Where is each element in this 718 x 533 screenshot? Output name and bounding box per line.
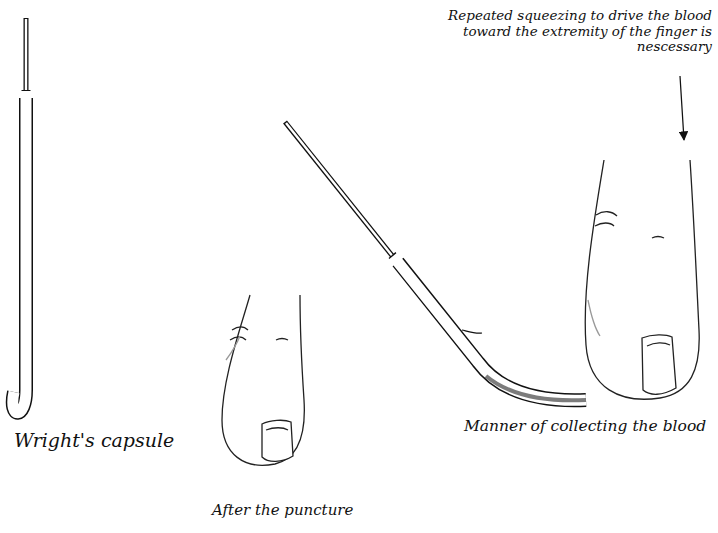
wright-capsule (285, 122, 586, 400)
finger (222, 295, 304, 465)
finger (585, 160, 699, 399)
leader-arrow (680, 76, 684, 140)
note: Repeated squeezing to drive the blood to… (440, 8, 712, 55)
figure-caption: Manner of collecting the blood (464, 418, 714, 436)
wright-capsule (13, 18, 26, 413)
figure-caption: After the puncture (212, 502, 412, 519)
figure-caption: Wright's capsule (14, 430, 214, 452)
